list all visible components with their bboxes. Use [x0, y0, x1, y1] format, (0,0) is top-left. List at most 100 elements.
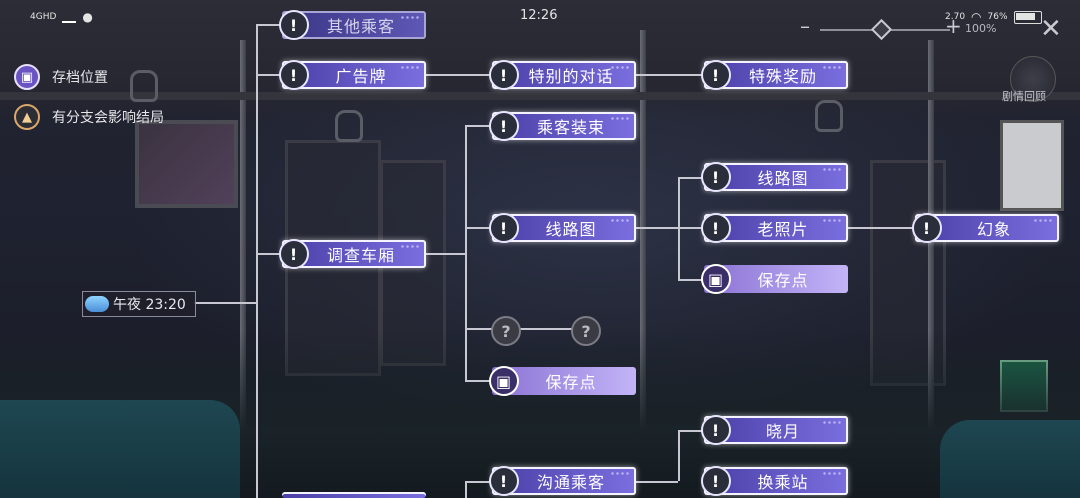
- connector: [194, 302, 256, 304]
- node-decoration: [822, 167, 842, 173]
- node-label: 晓月: [765, 422, 800, 441]
- zoom-slider-thumb[interactable]: [870, 18, 893, 41]
- node-decoration: [610, 116, 630, 122]
- connector: [465, 125, 493, 127]
- wechat-icon: ●: [82, 10, 93, 24]
- story-recap-button[interactable]: [1010, 56, 1056, 102]
- exclaim-icon: !: [701, 60, 731, 90]
- node-other-passenger[interactable]: ! 其他乘客: [279, 10, 426, 40]
- unknown-node-icon[interactable]: ?: [491, 316, 521, 346]
- connector: [636, 481, 678, 483]
- connector: [516, 328, 572, 330]
- node-label: 沟通乘客: [536, 473, 605, 492]
- branch-icon: ▲: [14, 104, 40, 130]
- hand-rail: [0, 92, 1080, 100]
- exclaim-icon: !: [279, 10, 309, 40]
- connector: [678, 177, 680, 279]
- connector: [425, 74, 493, 76]
- node-decoration: [610, 218, 630, 224]
- node-label: 线路图: [757, 169, 809, 188]
- connector: [846, 227, 916, 229]
- start-node-midnight[interactable]: 午夜 23:20: [82, 291, 196, 317]
- status-right: 2.70 ◠ 76%: [945, 10, 1042, 24]
- exclaim-icon: !: [912, 213, 942, 243]
- node-label: 幻象: [976, 220, 1011, 239]
- node-talk-passenger[interactable]: ! 沟通乘客: [489, 466, 636, 496]
- node-decoration: [822, 471, 842, 477]
- node-label: 广告牌: [335, 67, 387, 86]
- strap-handle: [815, 100, 843, 132]
- legend-label: 存档位置: [52, 70, 108, 86]
- connector: [465, 481, 467, 498]
- signal-icon: [62, 11, 77, 23]
- legend-item-save: ▣ 存档位置: [14, 64, 164, 90]
- node-label: 其他乘客: [326, 17, 395, 36]
- node-route-map-1[interactable]: ! 线路图: [701, 162, 848, 192]
- connector: [465, 481, 493, 483]
- status-time: 12:26: [520, 8, 558, 23]
- network-speed: 2.70: [945, 12, 966, 22]
- node-label: 乘客装束: [536, 118, 605, 137]
- connector: [678, 430, 706, 432]
- ceiling: [0, 0, 1080, 120]
- exclaim-icon: !: [489, 60, 519, 90]
- legend: ▣ 存档位置 ▲ 有分支会影响结局: [14, 64, 164, 144]
- node-decoration: [822, 65, 842, 71]
- connector: [465, 380, 493, 382]
- pole-right: [928, 40, 934, 498]
- node-decoration: [400, 15, 420, 21]
- zoom-out-button[interactable]: –: [800, 14, 810, 38]
- exclaim-icon: !: [279, 239, 309, 269]
- node-save-point-2[interactable]: ▣ 保存点: [489, 366, 636, 396]
- network-indicator: 4GHD: [30, 12, 57, 22]
- exclaim-icon: !: [701, 213, 731, 243]
- node-decoration: [400, 244, 420, 250]
- node-decoration: [610, 65, 630, 71]
- connector: [256, 24, 258, 498]
- node-partial-offscreen[interactable]: [282, 492, 426, 498]
- save-slot-icon: ▣: [701, 264, 731, 294]
- status-left: 4GHD ●: [30, 10, 93, 24]
- train-window: [135, 120, 238, 208]
- node-label: 换乘站: [757, 473, 809, 492]
- close-button[interactable]: ✕: [1040, 14, 1062, 44]
- exclaim-icon: !: [701, 162, 731, 192]
- node-route-map-2[interactable]: ! 线路图: [489, 213, 636, 243]
- node-label: 老照片: [757, 220, 809, 239]
- connector: [678, 430, 680, 481]
- node-decoration: [1033, 218, 1053, 224]
- battery-percent: 76%: [987, 12, 1008, 22]
- pole-left: [240, 40, 246, 498]
- node-label: 特殊奖励: [748, 67, 817, 86]
- node-billboard[interactable]: ! 广告牌: [279, 60, 426, 90]
- node-passenger-outfit[interactable]: ! 乘客装束: [489, 111, 636, 141]
- connector: [425, 253, 465, 255]
- save-slot-icon: ▣: [14, 64, 40, 90]
- node-decoration: [822, 420, 842, 426]
- node-special-talk[interactable]: ! 特别的对话: [489, 60, 636, 90]
- exclaim-icon: !: [489, 466, 519, 496]
- unknown-node-icon[interactable]: ?: [571, 316, 601, 346]
- wifi-icon: ◠: [971, 10, 982, 24]
- node-special-reward[interactable]: ! 特殊奖励: [701, 60, 848, 90]
- exclaim-icon: !: [279, 60, 309, 90]
- node-illusion[interactable]: ! 幻象: [912, 213, 1059, 243]
- node-dawn-moon[interactable]: ! 晓月: [701, 415, 848, 445]
- zoom-control: – + 100%: [790, 14, 1050, 42]
- pole-center: [640, 30, 646, 498]
- cloud-moon-icon: [85, 296, 109, 312]
- node-transfer-station[interactable]: ! 换乘站: [701, 466, 848, 496]
- legend-item-branch: ▲ 有分支会影响结局: [14, 104, 164, 130]
- start-node-label: 午夜 23:20: [113, 297, 186, 313]
- connector: [465, 227, 493, 229]
- seat-right: [940, 420, 1080, 498]
- story-recap-label: 剧情回顾: [1002, 90, 1046, 103]
- node-save-point-1[interactable]: ▣ 保存点: [701, 264, 848, 294]
- node-investigate-car[interactable]: ! 调查车厢: [279, 239, 426, 269]
- connector: [256, 24, 284, 26]
- node-label: 线路图: [545, 220, 597, 239]
- connector: [678, 279, 706, 281]
- node-old-photo[interactable]: ! 老照片: [701, 213, 848, 243]
- exclaim-icon: !: [489, 213, 519, 243]
- zoom-in-button[interactable]: +: [945, 14, 962, 38]
